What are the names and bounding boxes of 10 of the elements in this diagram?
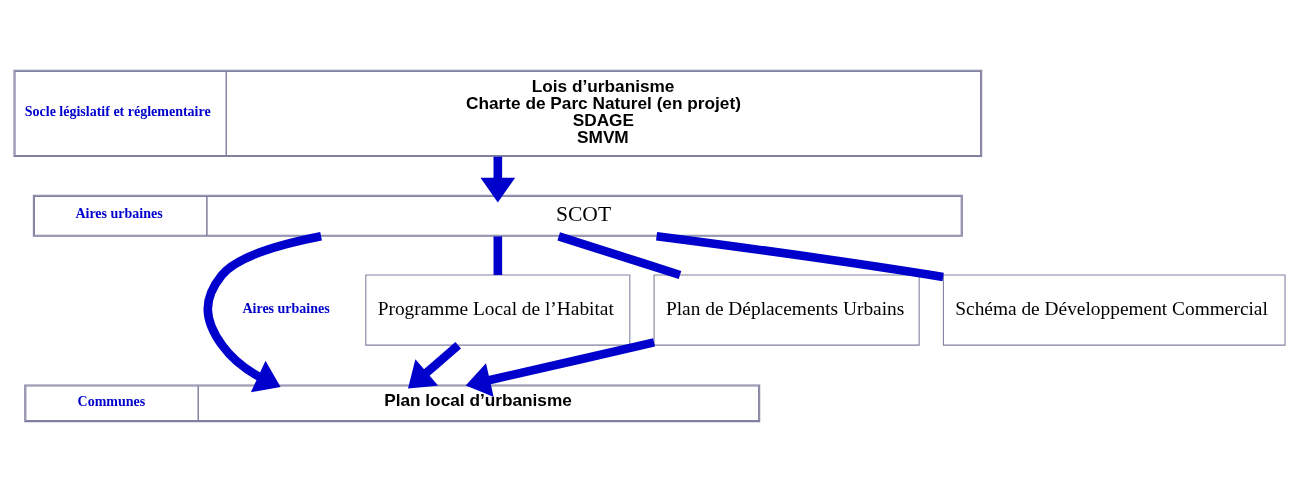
- connector: [493, 236, 503, 275]
- arrow: [465, 338, 656, 397]
- node-box: Plan de Déplacements Urbains: [653, 274, 920, 346]
- arrow: [480, 156, 516, 203]
- arrow: [203, 232, 322, 393]
- arrow: [408, 342, 461, 389]
- node-box: Schéma de Développement Commercial: [942, 274, 1286, 346]
- node-box: Programme Local de l’Habitat: [365, 274, 631, 346]
- connector: [656, 232, 944, 282]
- label: Aires urbaines: [242, 300, 330, 316]
